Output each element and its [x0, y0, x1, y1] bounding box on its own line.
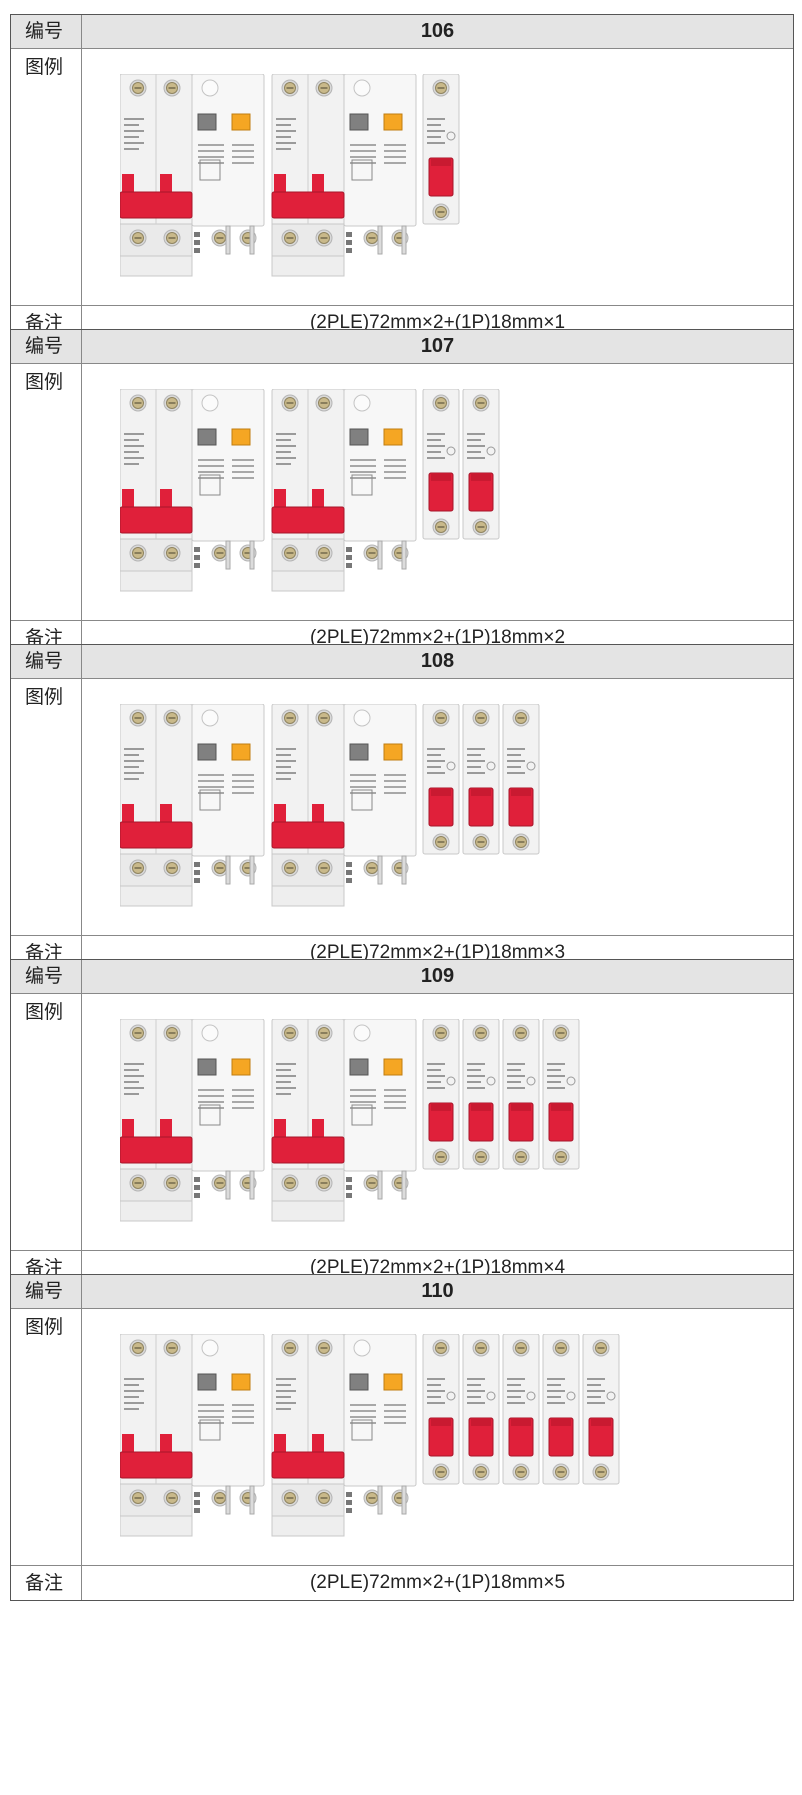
mcb-1p-breaker-icon — [462, 389, 500, 540]
figure-label: 图例 — [11, 49, 82, 305]
combination-number: 107 — [420, 335, 455, 357]
mcb-1p-breaker-icon — [542, 1334, 580, 1485]
rcbo-2p-breaker-icon — [271, 1334, 417, 1537]
figure-area — [82, 1309, 793, 1565]
header-row: 编号 110 — [11, 1275, 793, 1308]
mcb-1p-breaker-icon — [422, 704, 460, 855]
mcb-1p-breaker-icon — [462, 704, 500, 855]
mcb-1p-breaker-icon — [502, 1334, 540, 1485]
rcbo-2p-breaker-icon — [271, 704, 417, 907]
figure-row: 图例 — [11, 363, 793, 620]
breaker-combination-figure — [120, 1334, 620, 1537]
figure-row: 图例 — [11, 993, 793, 1250]
rcbo-2p-breaker-icon — [271, 389, 417, 592]
figure-label: 图例 — [11, 1309, 82, 1565]
remark-label: 备注 — [11, 1566, 82, 1600]
mcb-1p-breaker-icon — [462, 1334, 500, 1485]
rcbo-2p-breaker-icon — [271, 74, 417, 277]
rcbo-2p-breaker-icon — [120, 704, 265, 907]
remark-label: 备注 — [11, 306, 82, 340]
rcbo-2p-breaker-icon — [120, 1019, 265, 1222]
remark-row: 备注 (2PLE)72mm×2+(1P)18mm×1 — [11, 305, 793, 340]
remark-label: 备注 — [11, 621, 82, 655]
figure-label: 图例 — [11, 994, 82, 1250]
header-row: 编号 109 — [11, 960, 793, 993]
rcbo-2p-breaker-icon — [120, 74, 265, 277]
combination-table: 编号 109 图例 备注 (2PLE)72mm×2+(1P)18mm×4 — [10, 959, 794, 1286]
id-label: 编号 — [11, 960, 82, 993]
mcb-1p-breaker-icon — [502, 704, 540, 855]
remark-value: (2PLE)72mm×2+(1P)18mm×3 — [309, 942, 566, 963]
header-row: 编号 106 — [11, 15, 793, 48]
remark-value: (2PLE)72mm×2+(1P)18mm×4 — [309, 1257, 566, 1278]
mcb-1p-breaker-icon — [462, 1019, 500, 1170]
id-label: 编号 — [11, 1275, 82, 1308]
remark-label: 备注 — [11, 1251, 82, 1285]
combination-table: 编号 108 图例 备注 (2PLE)72mm×2+(1P)18mm×3 — [10, 644, 794, 971]
mcb-1p-breaker-icon — [422, 1334, 460, 1485]
breaker-combination-figure — [120, 704, 540, 907]
combination-number: 110 — [421, 1280, 454, 1302]
breaker-combination-figure — [120, 1019, 580, 1222]
rcbo-2p-breaker-icon — [120, 389, 265, 592]
figure-label: 图例 — [11, 679, 82, 935]
figure-row: 图例 — [11, 48, 793, 305]
mcb-1p-breaker-icon — [502, 1019, 540, 1170]
combination-table: 编号 106 图例 备注 (2PLE)72mm×2+(1P)18mm×1 — [10, 14, 794, 341]
figure-area — [82, 49, 793, 305]
rcbo-2p-breaker-icon — [271, 1019, 417, 1222]
remark-value: (2PLE)72mm×2+(1P)18mm×1 — [309, 312, 566, 333]
combination-table: 编号 110 图例 备注 (2PLE)72mm×2+(1P)18mm×5 — [10, 1274, 794, 1601]
id-label: 编号 — [11, 15, 82, 48]
mcb-1p-breaker-icon — [422, 389, 460, 540]
remark-row: 备注 (2PLE)72mm×2+(1P)18mm×5 — [11, 1565, 793, 1600]
combination-table: 编号 107 图例 备注 (2PLE)72mm×2+(1P)18mm×2 — [10, 329, 794, 656]
mcb-1p-breaker-icon — [582, 1334, 620, 1485]
combination-number: 108 — [420, 650, 455, 672]
figure-row: 图例 — [11, 678, 793, 935]
rcbo-2p-breaker-icon — [120, 1334, 265, 1537]
id-label: 编号 — [11, 645, 82, 678]
mcb-1p-breaker-icon — [422, 74, 460, 225]
remark-value: (2PLE)72mm×2+(1P)18mm×5 — [309, 1572, 566, 1593]
figure-area — [82, 679, 793, 935]
header-row: 编号 108 — [11, 645, 793, 678]
figure-area — [82, 994, 793, 1250]
mcb-1p-breaker-icon — [542, 1019, 580, 1170]
remark-row: 备注 (2PLE)72mm×2+(1P)18mm×2 — [11, 620, 793, 655]
id-label: 编号 — [11, 330, 82, 363]
breaker-combination-figure — [120, 74, 460, 277]
breaker-combination-figure — [120, 389, 500, 592]
combination-number: 106 — [420, 20, 455, 42]
remark-label: 备注 — [11, 936, 82, 970]
remark-row: 备注 (2PLE)72mm×2+(1P)18mm×3 — [11, 935, 793, 970]
figure-label: 图例 — [11, 364, 82, 620]
remark-row: 备注 (2PLE)72mm×2+(1P)18mm×4 — [11, 1250, 793, 1285]
combination-number: 109 — [420, 965, 455, 987]
remark-value: (2PLE)72mm×2+(1P)18mm×2 — [309, 627, 566, 648]
header-row: 编号 107 — [11, 330, 793, 363]
mcb-1p-breaker-icon — [422, 1019, 460, 1170]
figure-row: 图例 — [11, 1308, 793, 1565]
figure-area — [82, 364, 793, 620]
